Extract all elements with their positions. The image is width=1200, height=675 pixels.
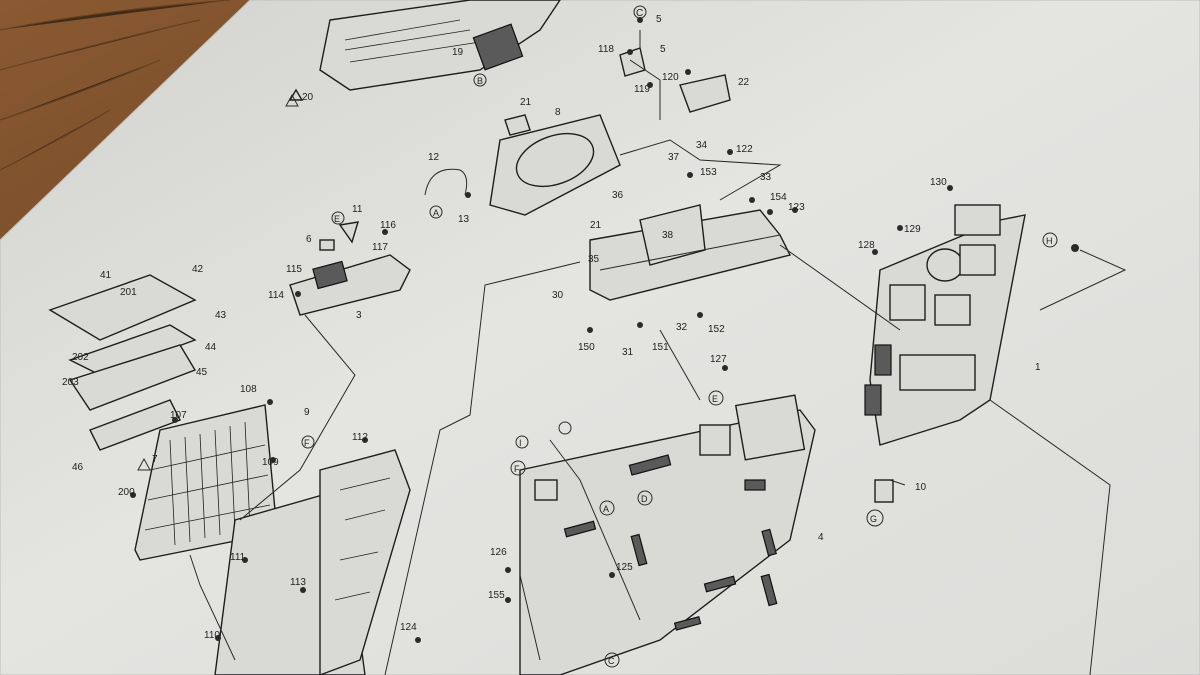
label-c: C (636, 8, 643, 19)
right-board-1 (864, 204, 1026, 503)
hard-drive-8 (489, 114, 621, 216)
label-126: 126 (490, 547, 507, 558)
label-4: 4 (818, 532, 824, 543)
cover-plates (48, 274, 197, 451)
callout-b: B (477, 76, 483, 86)
callout-circles (301, 5, 1058, 668)
label-6: 6 (306, 234, 312, 245)
label-3: 3 (356, 310, 362, 321)
leader-lines (189, 59, 1127, 675)
label-44: 44 (205, 342, 217, 353)
label-154: 154 (770, 192, 787, 203)
callout-d: D (641, 494, 648, 504)
label-11: 11 (352, 204, 363, 215)
label-12: 12 (428, 152, 440, 163)
callout-e: E (712, 394, 718, 404)
label-119: 119 (634, 84, 650, 95)
label-46: 46 (72, 462, 84, 473)
small-board-3 (289, 221, 411, 316)
label-155: 155 (488, 590, 505, 601)
callout-h: H (1046, 236, 1053, 246)
label-120: 120 (662, 72, 679, 83)
label-152: 152 (708, 324, 725, 335)
label-38: 38 (662, 230, 674, 241)
label-7: 7 (152, 454, 158, 465)
label-34: 34 (696, 140, 708, 151)
label-117: 117 (372, 242, 388, 253)
label-203: 203 (62, 377, 79, 388)
center-rail (589, 204, 792, 301)
label-202: 202 (72, 352, 89, 363)
main-board-4 (519, 394, 816, 675)
callout-c: C (608, 656, 615, 666)
label-125: 125 (616, 562, 633, 573)
label-35: 35 (588, 254, 600, 265)
label-30: 30 (552, 290, 564, 301)
label-1: 1 (1035, 362, 1041, 373)
label-9: 9 (304, 407, 310, 418)
callout-i: I (519, 438, 522, 448)
label-122: 122 (736, 144, 753, 155)
label-5: 5 (656, 14, 662, 25)
label-107: 107 (170, 410, 187, 421)
callout-e: E (334, 214, 340, 224)
label-20: 20 (302, 92, 314, 103)
label-108: 108 (240, 384, 257, 395)
label-45: 45 (196, 367, 208, 378)
label-37: 37 (668, 152, 680, 163)
label-109: 109 (262, 457, 279, 468)
label-129: 129 (904, 224, 921, 235)
callout-g: G (870, 514, 877, 524)
label-200: 200 (118, 487, 135, 498)
label-201: 201 (120, 287, 137, 298)
label-21: 21 (520, 97, 532, 108)
label-22: 22 (738, 77, 750, 88)
label-42: 42 (192, 264, 204, 275)
label-8: 8 (555, 107, 561, 118)
label-127: 127 (710, 354, 727, 365)
label-150: 150 (578, 342, 595, 353)
callout-a: A (433, 208, 439, 218)
label-124: 124 (400, 622, 417, 633)
label-33: 33 (760, 172, 772, 183)
label-151: 151 (652, 342, 669, 353)
callout-a: A (603, 504, 609, 514)
label-110: 110 (204, 630, 220, 641)
callout-f: F (304, 438, 310, 448)
label-5: 5 (660, 44, 666, 55)
label-21: 21 (590, 220, 602, 231)
callout-f: F (514, 464, 520, 474)
lower-chassis (214, 449, 411, 675)
part-labels: C 5 5 19 118 120 22 119 21 8 12 13 37 34… (62, 8, 1041, 641)
cable-12 (424, 168, 468, 196)
label-123: 123 (788, 202, 805, 213)
label-153: 153 (700, 167, 717, 178)
top-board (288, 0, 561, 101)
label-113: 113 (290, 577, 306, 588)
label-128: 128 (858, 240, 875, 251)
label-116: 116 (380, 220, 396, 231)
bracket-5 (619, 30, 731, 113)
label-115: 115 (286, 264, 302, 275)
label-43: 43 (215, 310, 227, 321)
label-13: 13 (458, 214, 470, 225)
label-32: 32 (676, 322, 688, 333)
label-112: 112 (352, 432, 368, 443)
label-19: 19 (452, 47, 464, 58)
label-114: 114 (268, 290, 284, 301)
label-10: 10 (915, 482, 927, 493)
label-36: 36 (612, 190, 624, 201)
warning-triangle-icon (137, 93, 299, 471)
label-31: 31 (622, 347, 634, 358)
label-118: 118 (598, 44, 614, 55)
label-130: 130 (930, 177, 947, 188)
callout-letters: B A H E I F D A G C E F (304, 76, 1053, 666)
screws (130, 17, 1079, 643)
label-111: 111 (230, 552, 246, 563)
label-41: 41 (100, 270, 112, 281)
